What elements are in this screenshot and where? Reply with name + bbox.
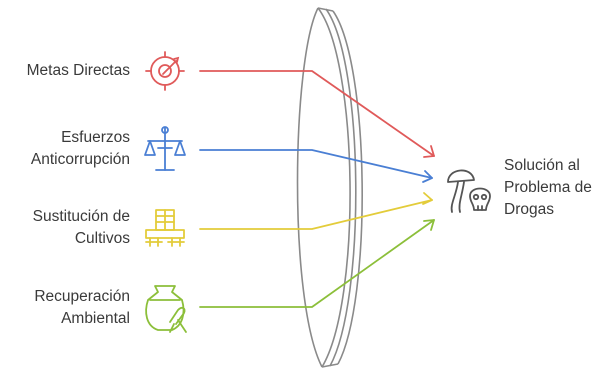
label-solucion-problema-drogas: Solución al Problema de Drogas [504,157,592,218]
label-esfuerzos-anticorrupcion: Esfuerzos Anticorrupción [30,129,130,168]
label-recuperacion-ambiental: Recuperación Ambiental [34,288,130,327]
environment-icon [145,285,187,333]
lens-icon [296,7,363,368]
scales-icon [144,126,186,171]
flow-line-sustitucion [199,199,433,230]
flow-line-esfuerzos [199,149,433,179]
mushroom-skull-icon [447,169,491,213]
flow-arrowhead-recuperacion [423,219,435,231]
target-icon [145,51,185,91]
label-metas-directas: Metas Directas [26,62,130,79]
crops-icon [145,209,185,247]
flow-arrowhead-metas [423,145,435,158]
flow-line-metas [199,70,435,157]
flow-line-recuperacion [199,219,435,308]
label-sustitucion-cultivos: Sustitución de Cultivos [32,208,130,247]
flow-arrowhead-sustitucion [422,192,433,205]
flow-arrowhead-esfuerzos [422,170,433,183]
